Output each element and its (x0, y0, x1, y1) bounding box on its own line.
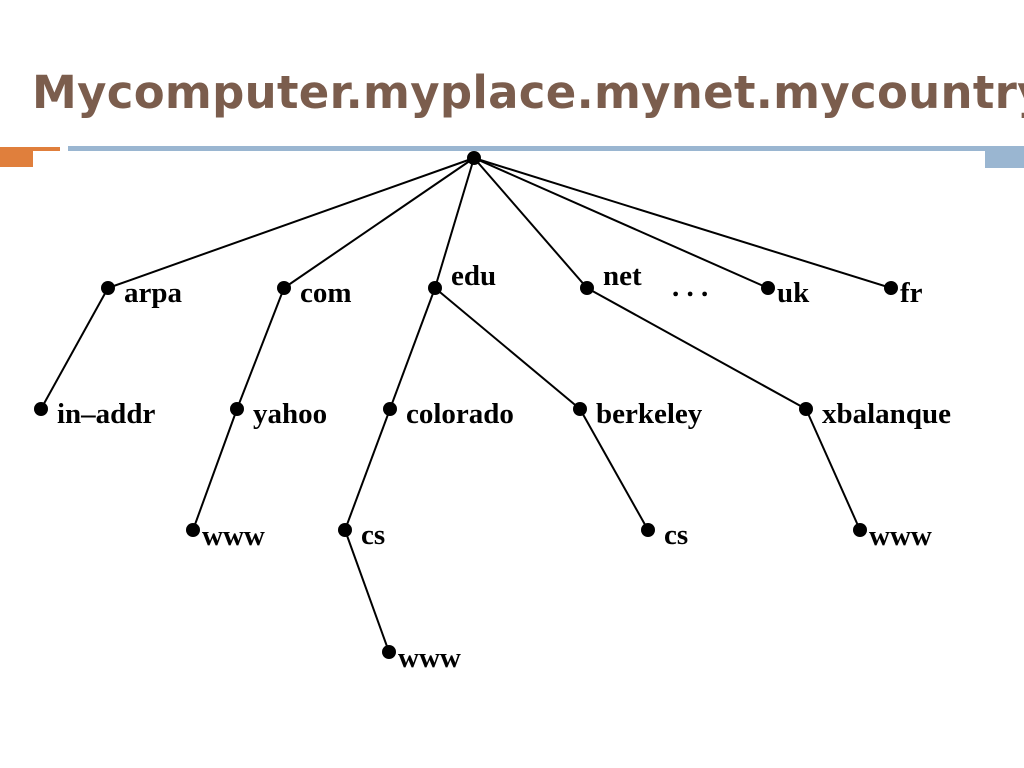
slide-title: Mycomputer.myplace.mynet.mycountry (32, 66, 1024, 119)
tree-node-uk (761, 281, 775, 295)
tree-edge-arpa-to-in-addr (40, 287, 109, 410)
tree-edge-edu-to-berkeley (434, 287, 581, 410)
tree-node-www-cs-colorado (382, 645, 396, 659)
tree-label-arpa: arpa (124, 277, 183, 309)
tree-label-fr: fr (900, 277, 923, 309)
tree-node-in-addr (34, 402, 48, 416)
tree-node-fr (884, 281, 898, 295)
tree-node-com (277, 281, 291, 295)
tree-label-berkeley: berkeley (596, 398, 703, 430)
tree-edge-yahoo-to-www-yahoo (192, 408, 238, 531)
tree-label-uk: uk (777, 277, 810, 309)
tree-edge-berkeley-to-cs-berkeley (579, 408, 649, 531)
tree-label-net: net (603, 260, 642, 292)
tree-label-www-xbalanque: www (869, 520, 932, 552)
tree-label-www-yahoo: www (202, 520, 265, 552)
tree-edge-cs-colorado-to-www-cs-colorado (344, 529, 390, 653)
tree-edge-colorado-to-cs-colorado (344, 408, 391, 531)
tree-label-cs-berkeley: cs (664, 519, 688, 551)
tree-label-cs-colorado: cs (361, 519, 385, 551)
tree-node-cs-colorado (338, 523, 352, 537)
tree-node-net (580, 281, 594, 295)
tree-edges (40, 157, 892, 653)
tree-label-in-addr: in–addr (57, 398, 155, 430)
tree-edge-root-to-arpa (107, 157, 475, 289)
tree-node-colorado (383, 402, 397, 416)
tree-edge-edu-to-colorado (389, 287, 436, 410)
blue-accent-line (68, 146, 985, 151)
tree-node-yahoo (230, 402, 244, 416)
tree-edge-root-to-com (283, 157, 475, 289)
orange-accent-block (0, 147, 33, 167)
tree-nodes (34, 151, 898, 659)
tree-node-berkeley (573, 402, 587, 416)
tree-node-root (467, 151, 481, 165)
tree-labels: arpa com edu net uk fr in–addr yahoo colorado ber… (57, 260, 951, 674)
tree-label-edu: edu (451, 260, 496, 292)
tree-node-xbalanque (799, 402, 813, 416)
tree-node-www-yahoo (186, 523, 200, 537)
tree-edge-root-to-uk (473, 157, 769, 289)
tree-node-www-xbalanque (853, 523, 867, 537)
tree-label-com: com (300, 277, 352, 309)
tree-edge-net-to-xbalanque (586, 287, 807, 410)
tree-label-colorado: colorado (406, 398, 514, 430)
tree-node-cs-berkeley (641, 523, 655, 537)
tree-node-arpa (101, 281, 115, 295)
tree-label-yahoo: yahoo (253, 398, 327, 430)
tree-edge-xbalanque-to-www-xbalanque (805, 408, 861, 531)
tree-edge-com-to-yahoo (236, 287, 285, 410)
ellipsis-more-domains: . . . (672, 271, 708, 303)
blue-accent-block (985, 146, 1024, 168)
tree-edge-root-to-net (473, 157, 588, 289)
tree-label-www-cs-colorado: www (398, 642, 461, 674)
tree-edge-root-to-edu (434, 157, 475, 289)
tree-edge-root-to-fr (473, 157, 892, 289)
tree-node-edu (428, 281, 442, 295)
tree-label-xbalanque: xbalanque (822, 398, 951, 430)
orange-accent-line (33, 147, 60, 151)
